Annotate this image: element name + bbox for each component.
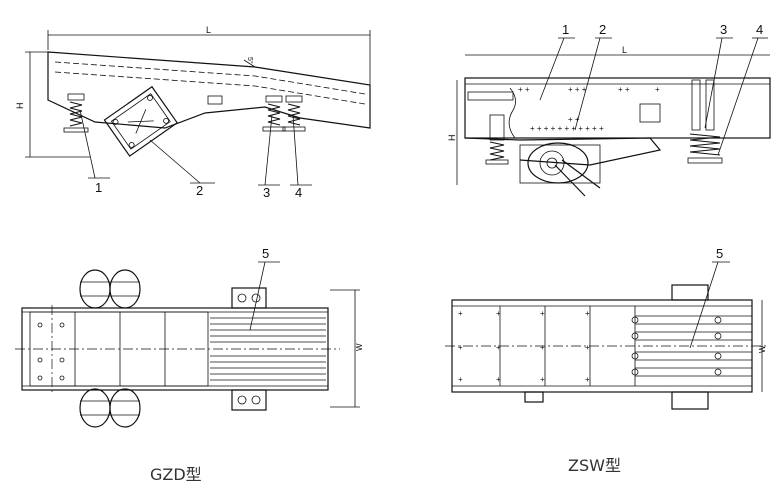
gzd-dim-height: H (15, 103, 25, 110)
zsw-grate-bars (631, 315, 752, 377)
gzd-plan-view: W (15, 246, 364, 428)
zsw-label-4: 4 (756, 22, 763, 37)
svg-text:+: + (585, 343, 590, 352)
svg-text:+: + (458, 309, 463, 318)
svg-text:+: + (655, 85, 660, 94)
zsw-dim-width: W (758, 345, 767, 353)
zsw-model-caption: ZSW型 (568, 456, 621, 475)
svg-text:+: + (458, 375, 463, 384)
svg-text:+: + (496, 375, 501, 384)
zsw-plan-view: + + + + + + + + + + + + W 5 (445, 246, 768, 410)
gzd-dim-width: W (355, 343, 364, 351)
svg-text:+: + (540, 309, 545, 318)
zsw-spring-left (467, 91, 514, 165)
gzd-slope-mark: 5° (246, 57, 254, 64)
svg-text:+: + (496, 309, 501, 318)
svg-text:+ + +: + + + (568, 85, 587, 94)
svg-text:+: + (496, 343, 501, 352)
gzd-spring-right-a (262, 95, 286, 132)
gzd-label-3: 3 (263, 185, 270, 200)
zsw-plan-bolts: + + + + + + + + + + + + (458, 309, 590, 384)
gzd-label-5: 5 (262, 246, 269, 261)
zsw-dim-length: L (622, 45, 627, 55)
svg-text:+: + (458, 343, 463, 352)
gzd-elevation-view: L H 5° (15, 25, 371, 200)
gzd-bottom-springs (79, 388, 141, 428)
gzd-top-springs (79, 269, 141, 309)
gzd-label-4: 4 (295, 185, 302, 200)
zsw-label-3: 3 (720, 22, 727, 37)
svg-text:+: + (540, 343, 545, 352)
gzd-model-caption: GZD型 (150, 465, 202, 484)
zsw-elevation-view: L H + + + + + + + + + + + + + + + + + + … (447, 22, 771, 197)
zsw-plate-bolts: + + + + + + + + + + + + + + + + + + + + … (518, 85, 660, 133)
svg-text:+ +: + + (568, 115, 580, 124)
gzd-spring-left (63, 93, 89, 133)
zsw-spring-right (687, 79, 723, 164)
svg-text:+: + (585, 309, 590, 318)
svg-text:+: + (540, 375, 545, 384)
svg-text:+ +: + + (518, 85, 530, 94)
gzd-exciter (103, 85, 179, 157)
gzd-label-2: 2 (196, 183, 203, 198)
gzd-label-1: 1 (95, 180, 102, 195)
svg-text:+: + (585, 375, 590, 384)
zsw-label-5: 5 (716, 246, 723, 261)
svg-text:+ +: + + (618, 85, 630, 94)
zsw-label-2: 2 (599, 22, 606, 37)
gzd-dim-length: L (206, 25, 211, 35)
svg-text:+ + + + + + + + + + +: + + + + + + + + + + + (530, 124, 604, 133)
zsw-label-1: 1 (562, 22, 569, 37)
gzd-outlet-rails (210, 317, 326, 381)
zsw-dim-height: H (447, 135, 457, 142)
